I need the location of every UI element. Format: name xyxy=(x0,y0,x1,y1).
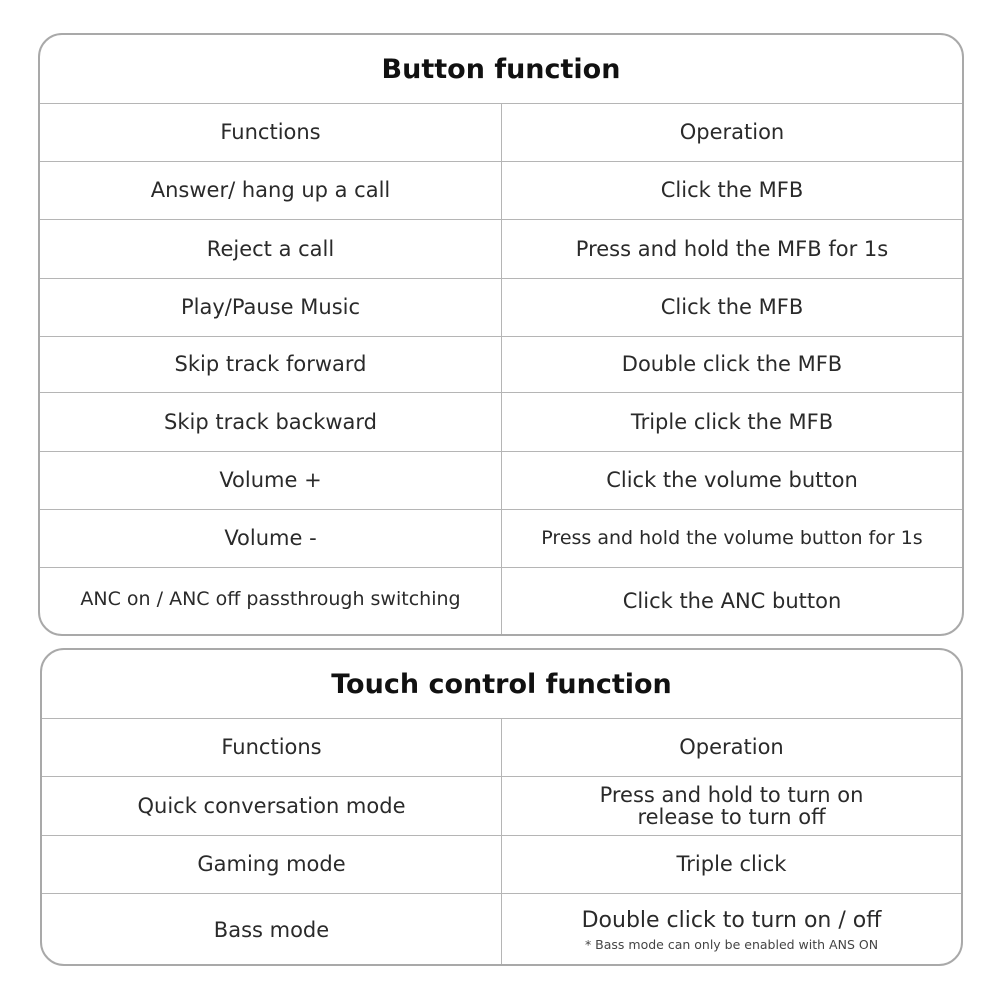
table-title: Touch control function xyxy=(42,650,961,719)
table-row: Skip track backward Triple click the MFB xyxy=(40,393,962,452)
function-cell: Answer/ hang up a call xyxy=(40,162,502,219)
header-functions: Functions xyxy=(40,104,502,161)
operation-cell: Click the MFB xyxy=(660,178,804,203)
function-cell: ANC on / ANC off passthrough switching xyxy=(40,568,502,634)
table-row: Volume + Click the volume button xyxy=(40,452,962,510)
button-function-table: Button function Functions Operation Answ… xyxy=(38,33,964,636)
table-title: Button function xyxy=(40,35,962,104)
function-cell: Bass mode xyxy=(42,894,502,964)
table-row: ANC on / ANC off passthrough switching Cl… xyxy=(40,568,962,634)
header-operation: Operation xyxy=(679,735,784,760)
table-row: Volume - Press and hold the volume button… xyxy=(40,510,962,568)
function-cell: Skip track forward xyxy=(40,337,502,392)
operation-cell: Click the volume button xyxy=(606,468,858,493)
function-cell: Quick conversation mode xyxy=(42,777,502,835)
operation-cell: Press and hold the volume button for 1s xyxy=(541,526,923,549)
function-cell: Volume + xyxy=(40,452,502,509)
function-cell: Play/Pause Music xyxy=(40,279,502,336)
operation-line-1: Press and hold to turn on xyxy=(599,782,864,807)
operation-cell: Click the MFB xyxy=(660,295,804,320)
table-header-row: Functions Operation xyxy=(42,719,961,777)
operation-cell: Double click the MFB xyxy=(621,352,843,377)
table-row: Reject a call Press and hold the MFB for … xyxy=(40,220,962,279)
table-row: Answer/ hang up a call Click the MFB xyxy=(40,162,962,220)
table-row: Bass mode Double click to turn on / off *… xyxy=(42,894,961,964)
header-operation: Operation xyxy=(679,120,785,145)
touch-control-table: Touch control function Functions Operati… xyxy=(40,648,963,966)
table-row: Quick conversation mode Press and hold t… xyxy=(42,777,961,836)
table-row: Gaming mode Triple click xyxy=(42,836,961,894)
table-header-row: Functions Operation xyxy=(40,104,962,162)
operation-cell: Press and hold the MFB for 1s xyxy=(575,236,889,261)
operation-cell: Triple click xyxy=(676,852,787,877)
operation-cell: Double click to turn on / off * Bass mode… xyxy=(502,894,961,964)
function-cell: Volume - xyxy=(40,510,502,567)
operation-cell: Triple click the MFB xyxy=(630,409,834,434)
function-cell: Skip track backward xyxy=(40,393,502,451)
function-cell: Reject a call xyxy=(40,220,502,278)
footnote: * Bass mode can only be enabled with ANS… xyxy=(584,936,879,952)
table-row: Skip track forward Double click the MFB xyxy=(40,337,962,393)
function-cell: Gaming mode xyxy=(42,836,502,893)
operation-text: Double click to turn on / off xyxy=(581,907,882,933)
table-row: Play/Pause Music Click the MFB xyxy=(40,279,962,337)
operation-cell: Click the ANC button xyxy=(622,588,842,613)
header-functions: Functions xyxy=(42,719,502,776)
operation-line-2: release to turn off xyxy=(637,805,826,829)
